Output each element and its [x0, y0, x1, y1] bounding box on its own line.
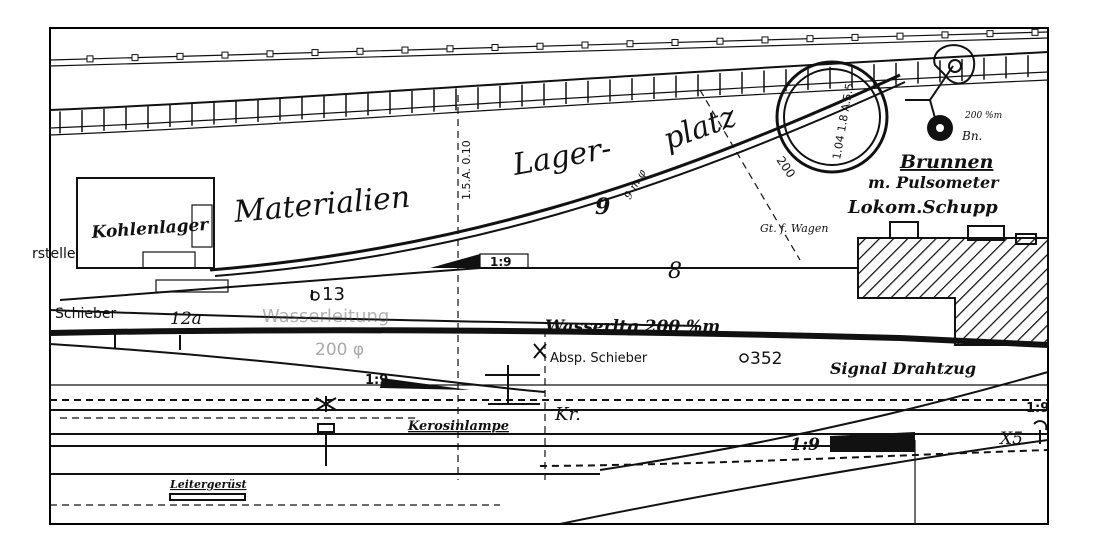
fence-post-marker — [221, 51, 229, 59]
leitergeruest-box — [169, 493, 246, 501]
sleeper-box-left — [155, 279, 229, 293]
label-absp-schieber: Absp. Schieber — [550, 351, 648, 366]
track-curve-up — [599, 371, 1049, 471]
fence-post-marker — [86, 55, 94, 63]
fence-post-marker — [941, 31, 949, 39]
fence-post-marker — [1031, 28, 1039, 36]
water-main — [49, 327, 1049, 348]
frog-1-9-upper — [430, 254, 480, 268]
number-352: 352 — [750, 349, 782, 369]
label-diam-200: 200 %m — [964, 111, 1002, 121]
label-leitergeruest: Leitergerüst — [169, 478, 247, 491]
label-wasserleitung-faint: Wasserleitung — [262, 306, 389, 327]
label-brunnen: Brunnen — [899, 151, 993, 173]
dim-line-diag — [699, 89, 801, 261]
number-x5: X5 — [998, 429, 1023, 449]
label-lokomschupp: Lokom.Schupp — [847, 197, 998, 218]
track-dashed-3 — [539, 449, 1049, 467]
shed-door-a — [889, 221, 919, 239]
schieber-line — [49, 309, 701, 327]
label-stelle: rstelle — [32, 246, 76, 262]
turntable — [775, 60, 889, 174]
fence-post-marker — [356, 47, 364, 55]
shed-door-b — [967, 225, 1005, 241]
label-dia-faint: 200 φ — [315, 340, 364, 360]
fence-post-marker — [536, 42, 544, 50]
signal-icon — [1033, 420, 1048, 444]
label-signal-drahtzug: Signal Drahtzug — [830, 359, 976, 378]
fence-post-marker — [131, 54, 139, 62]
label-pulsometer: m. Pulsometer — [868, 173, 1000, 192]
fence-post-marker — [491, 44, 499, 52]
ratio-4-9: 1:9 — [790, 435, 820, 455]
label-kr: Kr. — [554, 404, 581, 425]
number-12a: 12a — [170, 309, 202, 329]
label-kerosinlampe: Kerosinlampe — [407, 419, 509, 434]
label-gt-wagen: Gt. f. Wagen — [760, 222, 828, 235]
fence-post-marker — [446, 45, 454, 53]
label-bn: Bn. — [961, 129, 982, 143]
track-number-8: 8 — [668, 259, 682, 284]
label-dim-vertical: 1.5.A. 0.10 — [460, 140, 473, 200]
fence-posts — [59, 28, 1039, 134]
fence-top — [49, 31, 1049, 136]
frog-4-9 — [830, 432, 915, 452]
lamp-icon — [315, 396, 337, 466]
fence-post-marker — [581, 41, 589, 49]
ratio-1-9-right: 1:9 — [1026, 401, 1049, 416]
fence-post-marker — [761, 36, 769, 44]
fence-post-marker — [176, 52, 184, 60]
ratio-1-9-upper: 1:9 — [490, 255, 512, 269]
x-marker-icon — [533, 343, 547, 359]
fence-post-marker — [986, 30, 994, 38]
fence-post-marker — [266, 50, 274, 58]
kohlenlager-box — [142, 251, 196, 269]
fence-post-marker — [851, 33, 859, 41]
fence-post-marker — [716, 37, 724, 45]
track-8 — [59, 267, 858, 301]
label-wasserltg: Wasserltg 200 %m — [545, 317, 720, 337]
track-diagonal-bottom — [559, 439, 1049, 525]
fence-post-marker — [806, 35, 814, 43]
shed-door-c — [1015, 233, 1037, 245]
curve-track-9 — [209, 73, 901, 272]
curve-track-9-inner — [214, 81, 906, 277]
switch-icon — [485, 365, 540, 405]
frog-1-9-lower — [380, 378, 470, 390]
ratio-box-upper — [479, 253, 529, 269]
fence-post-marker — [626, 40, 634, 48]
fence-post-marker — [896, 32, 904, 40]
label-schieber: Schieber — [55, 306, 116, 322]
kohlenlager-stack — [191, 204, 213, 248]
fence-post-marker — [311, 49, 319, 57]
water-tower-icon — [933, 44, 976, 85]
track-number-9: 9 — [595, 194, 610, 220]
fence-post-marker — [671, 38, 679, 46]
number-13: 13 — [322, 284, 345, 305]
lokomotive-shed — [857, 237, 1049, 346]
ratio-1-9-lower: 1:9 — [365, 373, 388, 388]
track-lower-1 — [49, 343, 546, 393]
fence-post-marker — [401, 46, 409, 54]
